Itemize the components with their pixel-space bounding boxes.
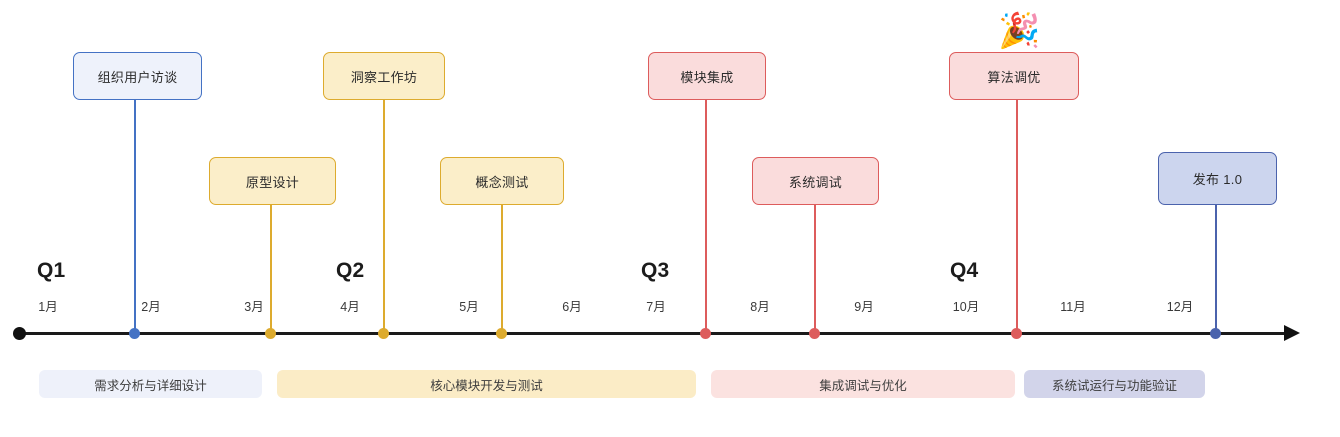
milestone-card-system-debugging[interactable]: 系统调试 (752, 157, 879, 205)
phase-label: 核心模块开发与测试 (430, 378, 543, 393)
month-label-11: 11月 (1060, 300, 1086, 314)
milestone-dot-release-1-0[interactable] (1210, 328, 1221, 339)
month-label-2: 2月 (141, 300, 161, 314)
milestone-card-insight-workshop[interactable]: 洞察工作坊 (323, 52, 445, 100)
month-label-6: 6月 (562, 300, 582, 314)
milestone-label: 发布 1.0 (1192, 172, 1243, 187)
milestone-label: 算法调优 (987, 69, 1041, 85)
phase-label: 需求分析与详细设计 (94, 378, 207, 393)
axis-arrow-icon (1284, 325, 1300, 341)
party-popper-icon: 🎉 (998, 12, 1041, 50)
milestone-dot-concept-test[interactable] (496, 328, 507, 339)
milestone-stem-system-debugging (814, 205, 816, 333)
milestone-card-concept-test[interactable]: 概念测试 (440, 157, 564, 205)
milestone-label: 模块集成 (680, 69, 734, 85)
milestone-dot-insight-workshop[interactable] (378, 328, 389, 339)
quarter-label-q4: Q4 (950, 259, 979, 282)
milestone-dot-system-debugging[interactable] (809, 328, 820, 339)
milestone-label: 系统调试 (788, 174, 843, 190)
milestone-stem-concept-test (501, 205, 503, 333)
quarter-label-q1: Q1 (37, 259, 66, 282)
quarter-label-q3: Q3 (641, 259, 670, 282)
milestone-label: 原型设计 (245, 174, 300, 190)
milestone-stem-algorithm-tuning (1016, 100, 1018, 333)
milestone-card-module-integration[interactable]: 模块集成 (648, 52, 766, 100)
quarter-label-q2: Q2 (336, 259, 365, 282)
milestone-dot-algorithm-tuning[interactable] (1011, 328, 1022, 339)
month-label-1: 1月 (38, 300, 58, 314)
phase-bar-core-module-development[interactable]: 核心模块开发与测试 (277, 370, 696, 398)
milestone-stem-organize-user-interviews (134, 100, 136, 333)
phase-bar-requirements-analysis[interactable]: 需求分析与详细设计 (39, 370, 262, 398)
milestone-stem-prototype-design (270, 205, 272, 333)
month-label-3: 3月 (244, 300, 264, 314)
milestone-dot-module-integration[interactable] (700, 328, 711, 339)
month-label-4: 4月 (340, 300, 360, 314)
month-label-7: 7月 (646, 300, 666, 314)
month-label-8: 8月 (750, 300, 770, 314)
milestone-card-organize-user-interviews[interactable]: 组织用户访谈 (73, 52, 202, 100)
axis-start-dot (13, 327, 26, 340)
phase-label: 集成调试与优化 (819, 378, 907, 393)
phase-label: 系统试运行与功能验证 (1051, 378, 1177, 393)
phase-bar-integration-debug-optimize[interactable]: 集成调试与优化 (711, 370, 1015, 398)
milestone-label: 概念测试 (475, 174, 529, 190)
milestone-label: 组织用户访谈 (97, 69, 178, 85)
milestone-card-release-1-0[interactable]: 发布 1.0 (1158, 152, 1277, 205)
month-label-12: 12月 (1166, 300, 1194, 314)
phase-bar-trial-run-verification[interactable]: 系统试运行与功能验证 (1024, 370, 1205, 398)
timeline-axis (19, 332, 1293, 335)
milestone-card-algorithm-tuning[interactable]: 算法调优 (949, 52, 1079, 100)
milestone-stem-module-integration (705, 100, 707, 333)
milestone-stem-insight-workshop (383, 100, 385, 333)
milestone-dot-prototype-design[interactable] (265, 328, 276, 339)
month-label-10: 10月 (952, 300, 980, 314)
milestone-label: 洞察工作坊 (350, 69, 418, 85)
month-label-5: 5月 (459, 300, 479, 314)
month-label-9: 9月 (854, 300, 874, 314)
milestone-stem-release-1-0 (1215, 205, 1217, 333)
milestone-card-prototype-design[interactable]: 原型设计 (209, 157, 336, 205)
milestone-dot-organize-user-interviews[interactable] (129, 328, 140, 339)
